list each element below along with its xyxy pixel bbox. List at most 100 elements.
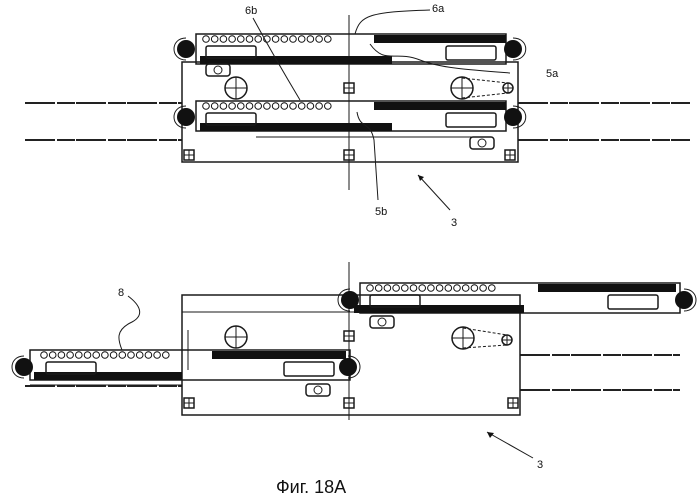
lower-right-roller [504,108,522,126]
chain-ball [297,102,306,110]
chain-ball [144,351,153,359]
top-leaders [252,9,511,211]
chain-ball [418,284,427,292]
bottom-carriage-right [337,282,697,329]
chain-ball [245,102,254,110]
chain-ball [297,35,306,43]
chain-ball [444,284,453,292]
chain-ball [306,102,315,110]
chain-ball [135,351,144,359]
bottom-assembly: 8 3 [11,262,697,471]
top-carriage-upper [173,33,527,77]
chain-ball [57,351,66,359]
bottom-leaders [118,295,534,459]
lower-left-arrow [173,105,187,129]
chain-ball [127,351,135,359]
chain-ball [109,351,118,359]
chain-ball [83,351,92,359]
chain-ball [219,35,228,43]
chain-ball [488,284,496,292]
chain-ball [228,35,236,43]
chain-ball [315,102,323,110]
upper-left-roller [177,40,195,58]
lower-left-roller [177,108,195,126]
chain-ball [374,284,383,292]
lower-right-arrow [512,105,527,129]
chain-ball [324,35,332,43]
chain-ball [427,284,435,292]
chain-ball [306,35,315,43]
chain-ball [66,351,74,359]
upper-right-roller [504,40,522,58]
top-carriage-lower [173,100,527,150]
chain-ball [237,35,245,43]
chain-ball [315,35,323,43]
chain-ball [40,351,48,359]
top-arrow-head [418,175,424,181]
chain-ball [470,284,479,292]
upper-dark-chain-bottom [200,56,392,64]
chain-ball [254,102,263,110]
chain-ball [210,35,219,43]
upper-right-arrow [512,37,527,61]
chain-ball [289,35,297,43]
chain-ball [237,102,245,110]
chain-ball [118,351,127,359]
label-5a: 5a [546,68,559,80]
chain-ball [228,102,236,110]
lower-dark-chain-top [374,102,506,110]
chain-ball [409,284,418,292]
chain-ball [245,35,254,43]
label-3-top: 3 [451,217,457,229]
chain-ball [263,102,271,110]
label-5b: 5b [375,206,387,218]
label-8: 8 [118,287,124,299]
top-pulleys [224,76,514,100]
label-3-bottom: 3 [537,459,543,471]
chain-ball [92,351,100,359]
top-mount-squares [183,82,516,161]
chain-ball [75,351,83,359]
lower-dark-chain-bottom [200,123,392,131]
chain-ball [271,35,280,43]
chain-ball [153,351,161,359]
chain-ball [210,102,219,110]
chain-ball [48,351,57,359]
upper-dark-chain-top [374,35,506,43]
right-dark-chain-bottom [354,305,524,313]
chain-ball [401,284,409,292]
chain-ball [202,102,210,110]
chain-ball [254,35,263,43]
bottom-arrow-head [487,432,494,438]
chain-ball [435,284,444,292]
right-open-balls [366,284,496,292]
chain-ball [162,351,170,359]
chain-ball [219,102,228,110]
chain-ball [202,35,210,43]
bottom-carriage-left [11,349,361,397]
bottom-mount-squares [183,330,519,409]
chain-ball [324,102,332,110]
chain-ball [383,284,392,292]
top-assembly: 6a 6b 5a 5b 3 [25,3,690,229]
chain-ball [101,351,109,359]
upper-left-arrow [173,37,187,61]
left-dark-chain-bottom [34,372,182,380]
upper-open-balls [202,35,332,43]
chain-ball [392,284,400,292]
chain-ball [366,284,374,292]
chain-ball [280,102,289,110]
lower-open-balls [202,102,332,110]
chain-ball [479,284,487,292]
chain-ball [461,284,470,292]
figure-caption: Фиг. 18A [276,477,346,497]
chain-ball [289,102,297,110]
left-dark-chain-top [212,351,346,359]
chain-ball [271,102,280,110]
left-open-balls [40,351,170,359]
chain-ball [280,35,289,43]
chain-ball [453,284,461,292]
bottom-pulleys [224,325,513,350]
label-6a: 6a [432,3,445,15]
